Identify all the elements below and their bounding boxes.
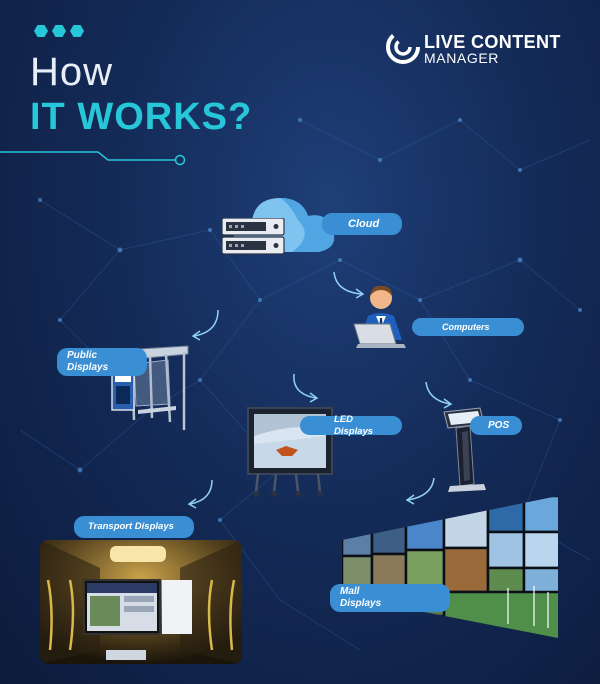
spiral-logo-icon [386,30,420,64]
cloud-label: Cloud [322,213,402,235]
video-wall-icon [342,496,558,638]
transport-displays-label: Transport Displays [74,516,194,538]
hexagon-icon [34,25,48,37]
mall-displays-line2: Displays [340,598,382,609]
logo-line1: LIVE CONTENT [424,32,561,52]
curved-arrow-icon [191,309,219,341]
title-line1: How [30,50,114,94]
curved-arrow-icon [187,479,213,509]
dots-decoration [34,24,88,42]
curved-arrow-icon [333,271,365,299]
public-displays-line1: Public [67,350,98,361]
server-rack-icon [222,218,285,255]
hexagon-icon [52,25,66,37]
transport-display-photo [40,540,242,664]
curved-arrow-icon [425,381,453,409]
person-laptop-icon [353,285,406,348]
logo-line2: MANAGER [424,50,499,66]
hexagon-icon [70,25,84,37]
curved-arrow-icon [405,477,435,505]
pos-label: POS [470,416,522,435]
computers-label: Computers [412,318,524,336]
public-displays-line2: Displays [67,362,109,373]
mall-displays-line1: Mall [340,586,360,597]
curved-arrow-icon [293,373,319,403]
led-displays-label: LED Displays [300,414,402,437]
title-line2: IT WORKS? [30,96,253,138]
